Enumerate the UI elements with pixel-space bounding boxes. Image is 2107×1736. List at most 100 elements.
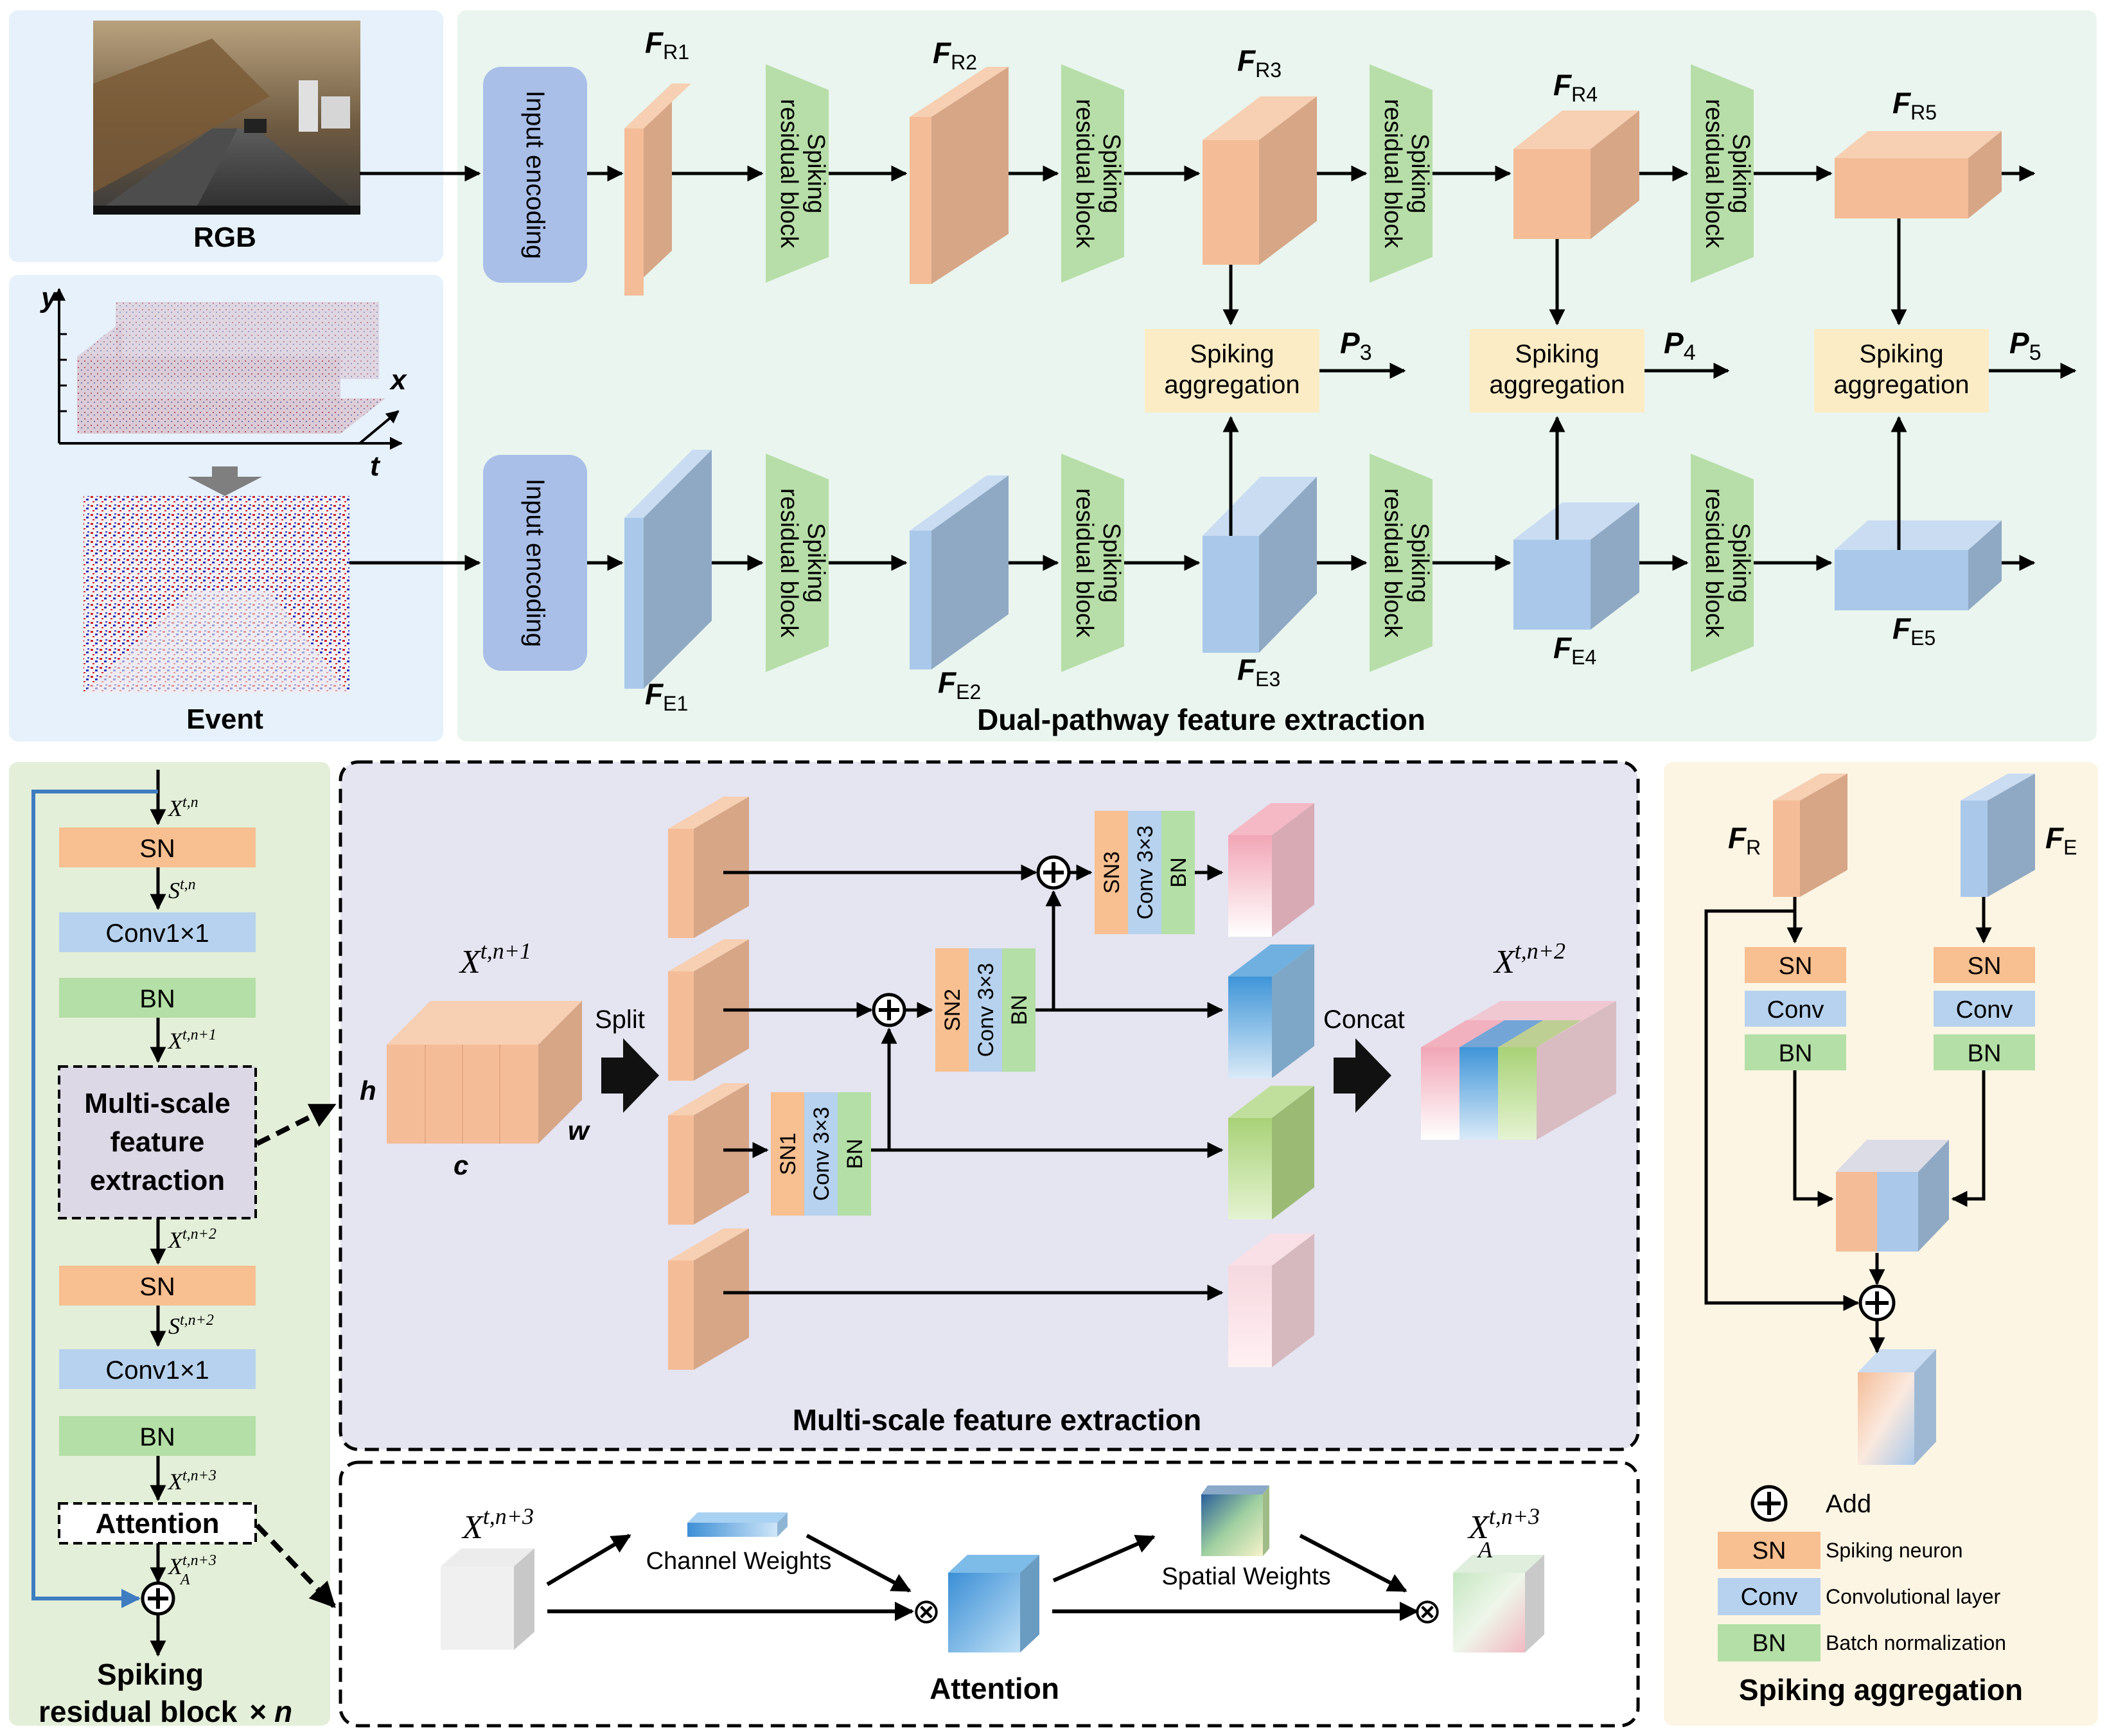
rb-sn-1 [59,828,256,867]
svg-text:SN: SN [139,1273,175,1301]
svg-text:residual block: residual block [1700,488,1727,638]
svg-text:feature: feature [110,1126,205,1158]
feature-fe5 [1835,520,2002,610]
fr-labels: FR1 FR2 FR3 FR4 FR5 [645,26,1937,124]
ms-output-cube-4 [1228,1234,1314,1367]
svg-text:SN: SN [1752,1537,1786,1564]
concat-label: Concat [1323,1005,1405,1034]
svg-text:SN3: SN3 [1100,851,1124,894]
rb-title-line1: Spiking [97,1658,204,1691]
svg-text:Xt,n+3: Xt,n+3 [167,1467,216,1494]
svg-text:FE5: FE5 [1892,612,1935,650]
ms-output-cube-1 [1228,803,1314,937]
svg-text:Xt,n+2: Xt,n+2 [167,1226,216,1253]
svg-text:residual block: residual block [1071,488,1098,638]
ms-add-icon-1 [872,993,906,1027]
rb-title-line2: residual block× n [39,1695,292,1728]
agg-fe-cube [1961,774,2035,897]
rb-conv-1 [59,912,256,952]
svg-text:FE3: FE3 [1237,653,1280,691]
ms-add-icon-2 [1036,855,1071,890]
rb-variable-labels: Xt,n St,n Xt,n+1 Xt,n+2 St,n+2 Xt,n+3 Xt… [167,794,216,1588]
event-srb-4: Spiking residual block [1691,454,1754,672]
feature-fr4 [1513,111,1639,239]
agg-output-cube [1858,1349,1936,1465]
feature-fr1 [624,84,691,296]
dual-pathway-title: Dual-pathway feature extraction [977,703,1425,736]
svg-text:FR1: FR1 [645,26,689,64]
legend-conv: Conv Convolutional layer [1718,1578,2001,1615]
event-input-encoding-label: Input encoding [521,479,549,647]
agg-left-stack: SN Conv BN [1745,947,1846,1070]
svg-text:Spiking: Spiking [1190,340,1274,368]
svg-text:FE1: FE1 [645,677,688,715]
event-srb-3: Spiking residual block [1370,454,1433,672]
svg-text:Spiking: Spiking [1406,134,1433,214]
ms-axis-w: w [568,1115,590,1146]
rgb-image [93,21,360,215]
svg-text:SN2: SN2 [940,989,965,1031]
svg-text:Add: Add [1826,1490,1871,1518]
rgb-srb-2: Spiking residual block [1061,64,1125,283]
channel-weights-label: Channel Weights [646,1548,832,1575]
svg-text:residual block: residual block [775,488,802,638]
svg-text:Spiking: Spiking [1859,340,1943,368]
svg-text:Conv1×1: Conv1×1 [105,1356,209,1385]
p-output-labels: P3 P4 P5 [1340,326,2041,365]
feature-fe3 [1203,477,1317,653]
svg-text:Xt,n+3A: Xt,n+3A [167,1552,216,1588]
svg-text:Conv 3×3: Conv 3×3 [1133,826,1158,920]
feature-fe4 [1513,502,1639,630]
svg-text:aggregation: aggregation [1489,371,1625,399]
otimes-icon-1: ⊗ [912,1592,940,1631]
ms-input-cube [387,1001,582,1144]
ms-stack-2: SN2 Conv 3×3 BN [935,948,1036,1072]
svg-text:residual block: residual block [1379,99,1406,249]
svg-text:Spiking: Spiking [1515,340,1599,368]
svg-text:FE4: FE4 [1553,631,1596,669]
down-arrow-icon [188,466,262,496]
ms-input-var: Xt,n+1 [459,938,531,980]
aggregation-panel-title: Spiking aggregation [1739,1673,2023,1706]
rb-bn-1 [59,978,256,1018]
svg-text:BN: BN [1968,1040,2002,1067]
split-arrow-icon [601,1038,659,1113]
svg-text:FR3: FR3 [1237,44,1282,82]
svg-text:Conv1×1: Conv1×1 [105,919,209,948]
axis-x-label: x [389,364,407,396]
residual-block-flow: SN Conv1×1 BN Multi-scale feature extrac… [31,770,337,1657]
rgb-srb-3: Spiking residual block [1370,64,1433,283]
attention-title: Attention [930,1672,1059,1705]
ms-stack-3: SN3 Conv 3×3 BN [1095,811,1195,934]
split-cube-1 [668,797,749,938]
feature-fe2 [910,475,1009,669]
fe-labels: FE1 FE2 FE3 FE4 FE5 [645,612,1935,715]
rgb-srb-4: Spiking residual block [1691,64,1754,283]
agg-merge-cube [1836,1140,1949,1252]
svg-text:residual block: residual block [1071,99,1098,249]
attention-input-var: Xt,n+3 [461,1503,534,1546]
ms-stack-1: SN1 Conv 3×3 BN [771,1092,871,1216]
axis-y-label: y [40,282,58,314]
svg-text:extraction: extraction [90,1165,225,1196]
event-road-shape [84,591,349,693]
event-srb-2: Spiking residual block [1061,454,1125,672]
split-cube-4 [668,1228,749,1370]
svg-text:Spiking: Spiking [802,523,829,603]
svg-text:BN: BN [843,1138,867,1169]
rb-multiscale-box [58,1065,257,1219]
svg-text:SN: SN [1968,953,2002,980]
svg-text:BN: BN [1007,995,1032,1025]
svg-text:Batch normalization: Batch normalization [1826,1631,2006,1654]
svg-text:P3: P3 [1340,326,1372,365]
rgb-label: RGB [193,222,256,253]
svg-text:Conv: Conv [1767,996,1824,1023]
agg-add-icon [1858,1284,1896,1322]
svg-text:SN: SN [139,835,175,863]
spatial-weights-tile [1201,1485,1269,1556]
ms-arrows [723,864,1224,1301]
svg-text:Spiking: Spiking [802,134,829,214]
spiking-aggregation-p4: Spiking aggregation [1470,329,1644,412]
